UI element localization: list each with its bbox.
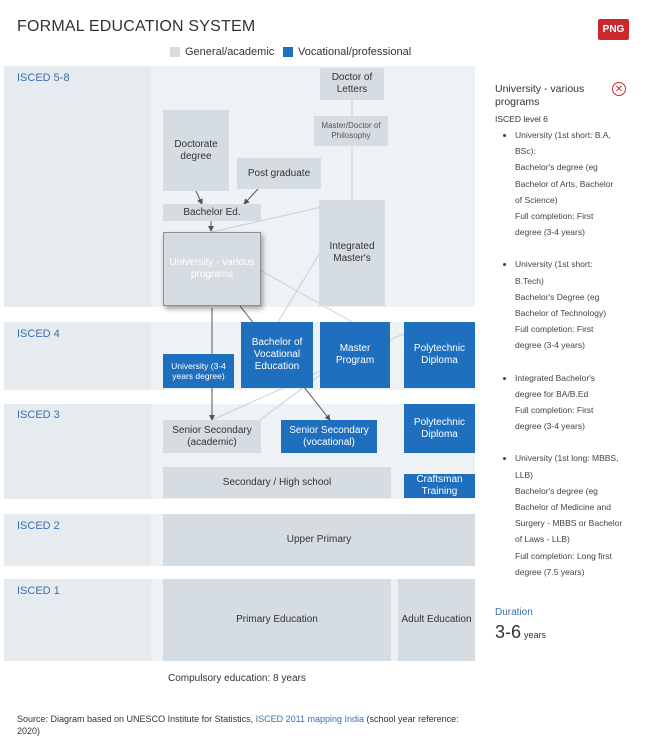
box-upper-primary[interactable]: Upper Primary xyxy=(163,514,475,566)
legend-general: General/academic xyxy=(170,46,274,58)
detail-line: of Laws - LLB) xyxy=(515,534,570,545)
detail-item: Integrated Bachelor's degree for BA/B.Ed… xyxy=(515,370,635,435)
detail-line: Full completion: First xyxy=(515,405,594,416)
band-isced-4-label-cell xyxy=(4,322,151,390)
detail-line: Surgery - MBBS or Bachelor xyxy=(515,518,623,529)
box-master-doctor-philosophy[interactable]: Master/Doctor of Philosophy xyxy=(314,116,388,146)
legend-general-swatch xyxy=(170,47,180,57)
legend-vocational: Vocational/professional xyxy=(283,46,411,58)
detail-item: University (1st short: B.A, BSc): Bachel… xyxy=(515,127,635,240)
box-doctor-of-letters[interactable]: Doctor of Letters xyxy=(320,68,384,100)
box-polytechnic-diploma-isced4[interactable]: Polytechnic Diploma xyxy=(404,322,475,388)
detail-line: LLB) xyxy=(515,469,533,480)
source-prefix: Source: Diagram based on UNESCO Institut… xyxy=(17,714,254,724)
band-isced-2-label-cell xyxy=(4,514,151,566)
level-label-isced-4: ISCED 4 xyxy=(17,328,60,340)
detail-line: of Science) xyxy=(515,194,558,205)
detail-line: Bachelor of Medicine and xyxy=(515,502,611,513)
box-post-graduate[interactable]: Post graduate xyxy=(237,158,321,189)
duration-unit: years xyxy=(524,630,547,640)
duration-label: Duration xyxy=(495,607,533,618)
source-link[interactable]: ISCED 2011 mapping India xyxy=(255,714,365,724)
box-primary-education[interactable]: Primary Education xyxy=(163,579,391,661)
band-isced-1-label-cell xyxy=(4,579,151,661)
detail-line: Bachelor of Arts, Bachelor xyxy=(515,178,614,189)
side-panel-level: ISCED level 6 xyxy=(495,114,548,124)
box-bachelor-vocational-education[interactable]: Bachelor of Vocational Education xyxy=(241,322,313,388)
page-title: FORMAL EDUCATION SYSTEM xyxy=(17,18,256,35)
detail-line: B.Tech) xyxy=(515,275,544,286)
compulsory-education-note: Compulsory education: 8 years xyxy=(168,673,306,684)
level-label-isced-1: ISCED 1 xyxy=(17,585,60,597)
detail-line: Integrated Bachelor's xyxy=(515,372,596,383)
detail-line: Full completion: Long first xyxy=(515,550,612,561)
level-label-isced-5-8: ISCED 5-8 xyxy=(17,72,70,84)
side-panel-title: University - various programs xyxy=(495,83,585,108)
box-integrated-masters[interactable]: Integrated Master's xyxy=(319,200,385,306)
detail-line: degree for BA/B.Ed xyxy=(515,388,589,399)
box-senior-secondary-academic[interactable]: Senior Secondary (academic) xyxy=(163,420,261,453)
legend-vocational-swatch xyxy=(283,47,293,57)
detail-item: University (1st short: B.Tech) Bachelor'… xyxy=(515,256,635,353)
level-label-isced-3: ISCED 3 xyxy=(17,409,60,421)
band-isced-5-8-label-cell xyxy=(4,66,151,307)
box-craftsman-training[interactable]: Craftsman Training xyxy=(404,474,475,498)
box-university-3-4-years[interactable]: University (3-4 years degree) xyxy=(163,354,234,388)
detail-line: Bachelor's degree (eg xyxy=(515,485,598,496)
box-master-program[interactable]: Master Program xyxy=(320,322,390,388)
box-university-various-selected[interactable]: University - various programs xyxy=(163,232,261,306)
detail-line: BSc): xyxy=(515,146,536,157)
duration-number: 3-6 xyxy=(495,622,522,642)
box-senior-secondary-vocational[interactable]: Senior Secondary (vocational) xyxy=(281,420,377,453)
detail-line: degree (7.5 years) xyxy=(515,566,585,577)
detail-line: Bachelor's degree (eg xyxy=(515,162,598,173)
box-bachelor-ed[interactable]: Bachelor Ed. xyxy=(163,204,261,221)
side-panel-details: University (1st short: B.A, BSc): Bachel… xyxy=(505,127,635,596)
box-doctorate-degree[interactable]: Doctorate degree xyxy=(163,110,229,191)
band-isced-3-label-cell xyxy=(4,404,151,499)
detail-line: Bachelor's Degree (eg xyxy=(515,291,600,302)
detail-item: University (1st long: MBBS, LLB) Bachelo… xyxy=(515,450,635,580)
close-icon[interactable]: ✕ xyxy=(612,82,626,96)
source-suffix: (school year reference: 2020) xyxy=(17,714,459,736)
detail-line: University (1st short: xyxy=(515,259,593,270)
legend-vocational-label: Vocational/professional xyxy=(298,46,412,58)
box-secondary-high-school[interactable]: Secondary / High school xyxy=(163,467,391,498)
detail-line: University (1st short: B.A, xyxy=(515,130,611,140)
detail-line: degree (3-4 years) xyxy=(515,421,585,432)
detail-line: Full completion: First xyxy=(515,324,594,335)
source-note: Source: Diagram based on UNESCO Institut… xyxy=(17,714,477,737)
detail-line: Bachelor of Technology) xyxy=(515,308,607,319)
detail-line: degree (3-4 years) xyxy=(515,340,585,351)
export-png-button[interactable]: PNG xyxy=(598,19,629,40)
detail-line: Full completion: First xyxy=(515,211,594,222)
box-polytechnic-diploma-isced3[interactable]: Polytechnic Diploma xyxy=(404,404,475,453)
detail-line: University (1st long: MBBS, xyxy=(515,453,619,464)
detail-line: degree (3-4 years) xyxy=(515,227,585,238)
legend-general-label: General/academic xyxy=(185,46,275,58)
box-adult-education[interactable]: Adult Education xyxy=(398,579,475,661)
level-label-isced-2: ISCED 2 xyxy=(17,520,60,532)
